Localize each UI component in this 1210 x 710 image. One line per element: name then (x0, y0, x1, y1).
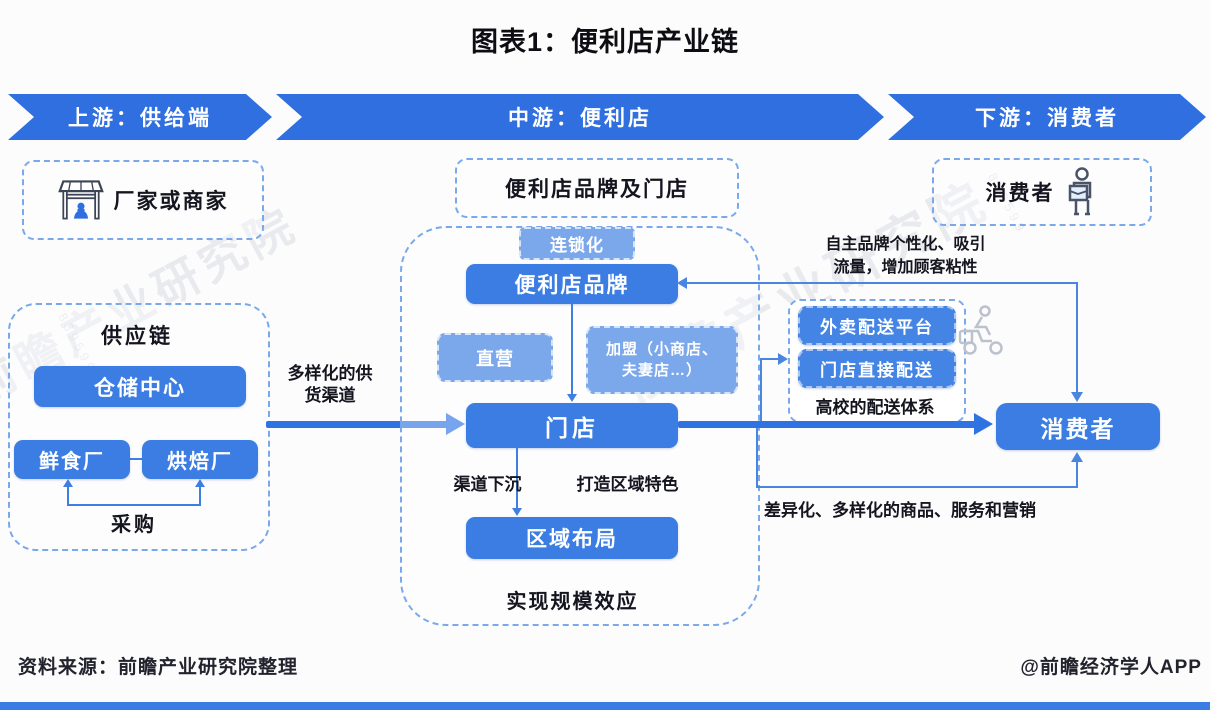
loyalty-label: 自主品牌个性化、吸引 流量，增加顾客粘性 (788, 233, 1023, 279)
bottom-accent-bar (0, 702, 1210, 710)
line-consumer-to-brand-h (686, 282, 1078, 284)
banner-downstream: 下游：消费者 (888, 94, 1206, 140)
consumer-header-box: 消费者 (932, 158, 1152, 226)
consumer-box: 消费者 (996, 403, 1160, 450)
bakery-factory-box: 烘焙厂 (142, 440, 258, 479)
fresh-factory-box: 鲜食厂 (14, 440, 130, 479)
scale-effect-label: 实现规模效应 (506, 591, 639, 613)
arrowhead-up (195, 479, 205, 487)
line-diff-left-v (756, 428, 758, 488)
person-with-box-icon (1061, 167, 1099, 217)
arrowhead-left (677, 277, 687, 289)
procure-label: 采购 (111, 514, 157, 536)
direct-operate-box: 直营 (437, 333, 553, 382)
line-branch-delivery-v (760, 358, 762, 422)
page-title: 图表1：便利店产业链 (470, 27, 740, 57)
franchise-line2: 夫妻店…） (621, 362, 702, 379)
arrowhead-right (446, 413, 465, 435)
line-store-to-regional (516, 448, 518, 512)
mid-header-label: 便利店品牌及门店 (505, 178, 689, 201)
arrow-store-to-consumer (678, 421, 976, 428)
arrowhead-right (778, 353, 788, 365)
chainize-tag: 连锁化 (519, 227, 635, 260)
arrowhead-down (512, 508, 522, 516)
supplier-box: 厂家或商家 (22, 160, 264, 240)
supply-arrow-label-line2: 货渠道 (304, 386, 356, 406)
factory-connector-line (130, 458, 142, 460)
line-branch-delivery-h (760, 358, 780, 360)
banner-upstream: 上游：供给端 (8, 94, 272, 140)
mid-header-box: 便利店品牌及门店 (455, 158, 739, 218)
arrowhead-up (63, 479, 73, 487)
line-diff-h (756, 486, 1078, 488)
consumer-header-label: 消费者 (985, 182, 1055, 205)
loyalty-line2: 流量，增加顾客粘性 (833, 259, 978, 277)
loyalty-line1: 自主品牌个性化、吸引 (825, 236, 986, 253)
procure-line-left (67, 486, 69, 506)
warehouse-box: 仓储中心 (34, 366, 246, 407)
source-note: 资料来源：前瞻产业研究院整理 (18, 657, 299, 678)
supply-arrow-label-line1: 多样化的供 (287, 364, 373, 383)
credit-note: @前瞻经济学人APP (1020, 657, 1202, 678)
arrowhead-down (1071, 392, 1083, 402)
procure-line-right (199, 486, 201, 506)
procure-line-bottom (67, 504, 201, 506)
franchise-line1: 加盟（小商店、 (605, 341, 718, 358)
storefront-icon (57, 178, 104, 222)
delivery-platform-box: 外卖配送平台 (798, 306, 956, 345)
regional-feature-label: 打造区域特色 (576, 475, 679, 494)
arrowhead-right (974, 413, 993, 435)
line-brand-to-store (571, 304, 573, 396)
supply-chain-title: 供应链 (101, 325, 173, 348)
supply-arrow-label: 多样化的供 货渠道 (270, 363, 390, 407)
brand-box: 便利店品牌 (466, 264, 678, 304)
arrowhead-down (567, 394, 577, 402)
store-delivery-box: 门店直接配送 (798, 349, 956, 388)
delivery-scooter-icon (958, 303, 1006, 355)
line-diff-right-v (1076, 461, 1078, 488)
arrowhead-up (1071, 452, 1083, 462)
franchise-box: 加盟（小商店、 夫妻店…） (586, 326, 738, 394)
arrow-supply-to-store (266, 421, 448, 428)
diff-label: 差异化、多样化的商品、服务和营销 (764, 501, 1036, 520)
regional-layout-box: 区域布局 (466, 517, 678, 559)
line-consumer-to-brand-v (1076, 282, 1078, 394)
delivery-system-label: 高校的配送体系 (815, 398, 935, 417)
store-box: 门店 (466, 403, 678, 448)
banner-midstream: 中游：便利店 (276, 94, 884, 140)
supplier-label: 厂家或商家 (113, 190, 229, 213)
channel-sink-label: 渠道下沉 (453, 475, 522, 494)
